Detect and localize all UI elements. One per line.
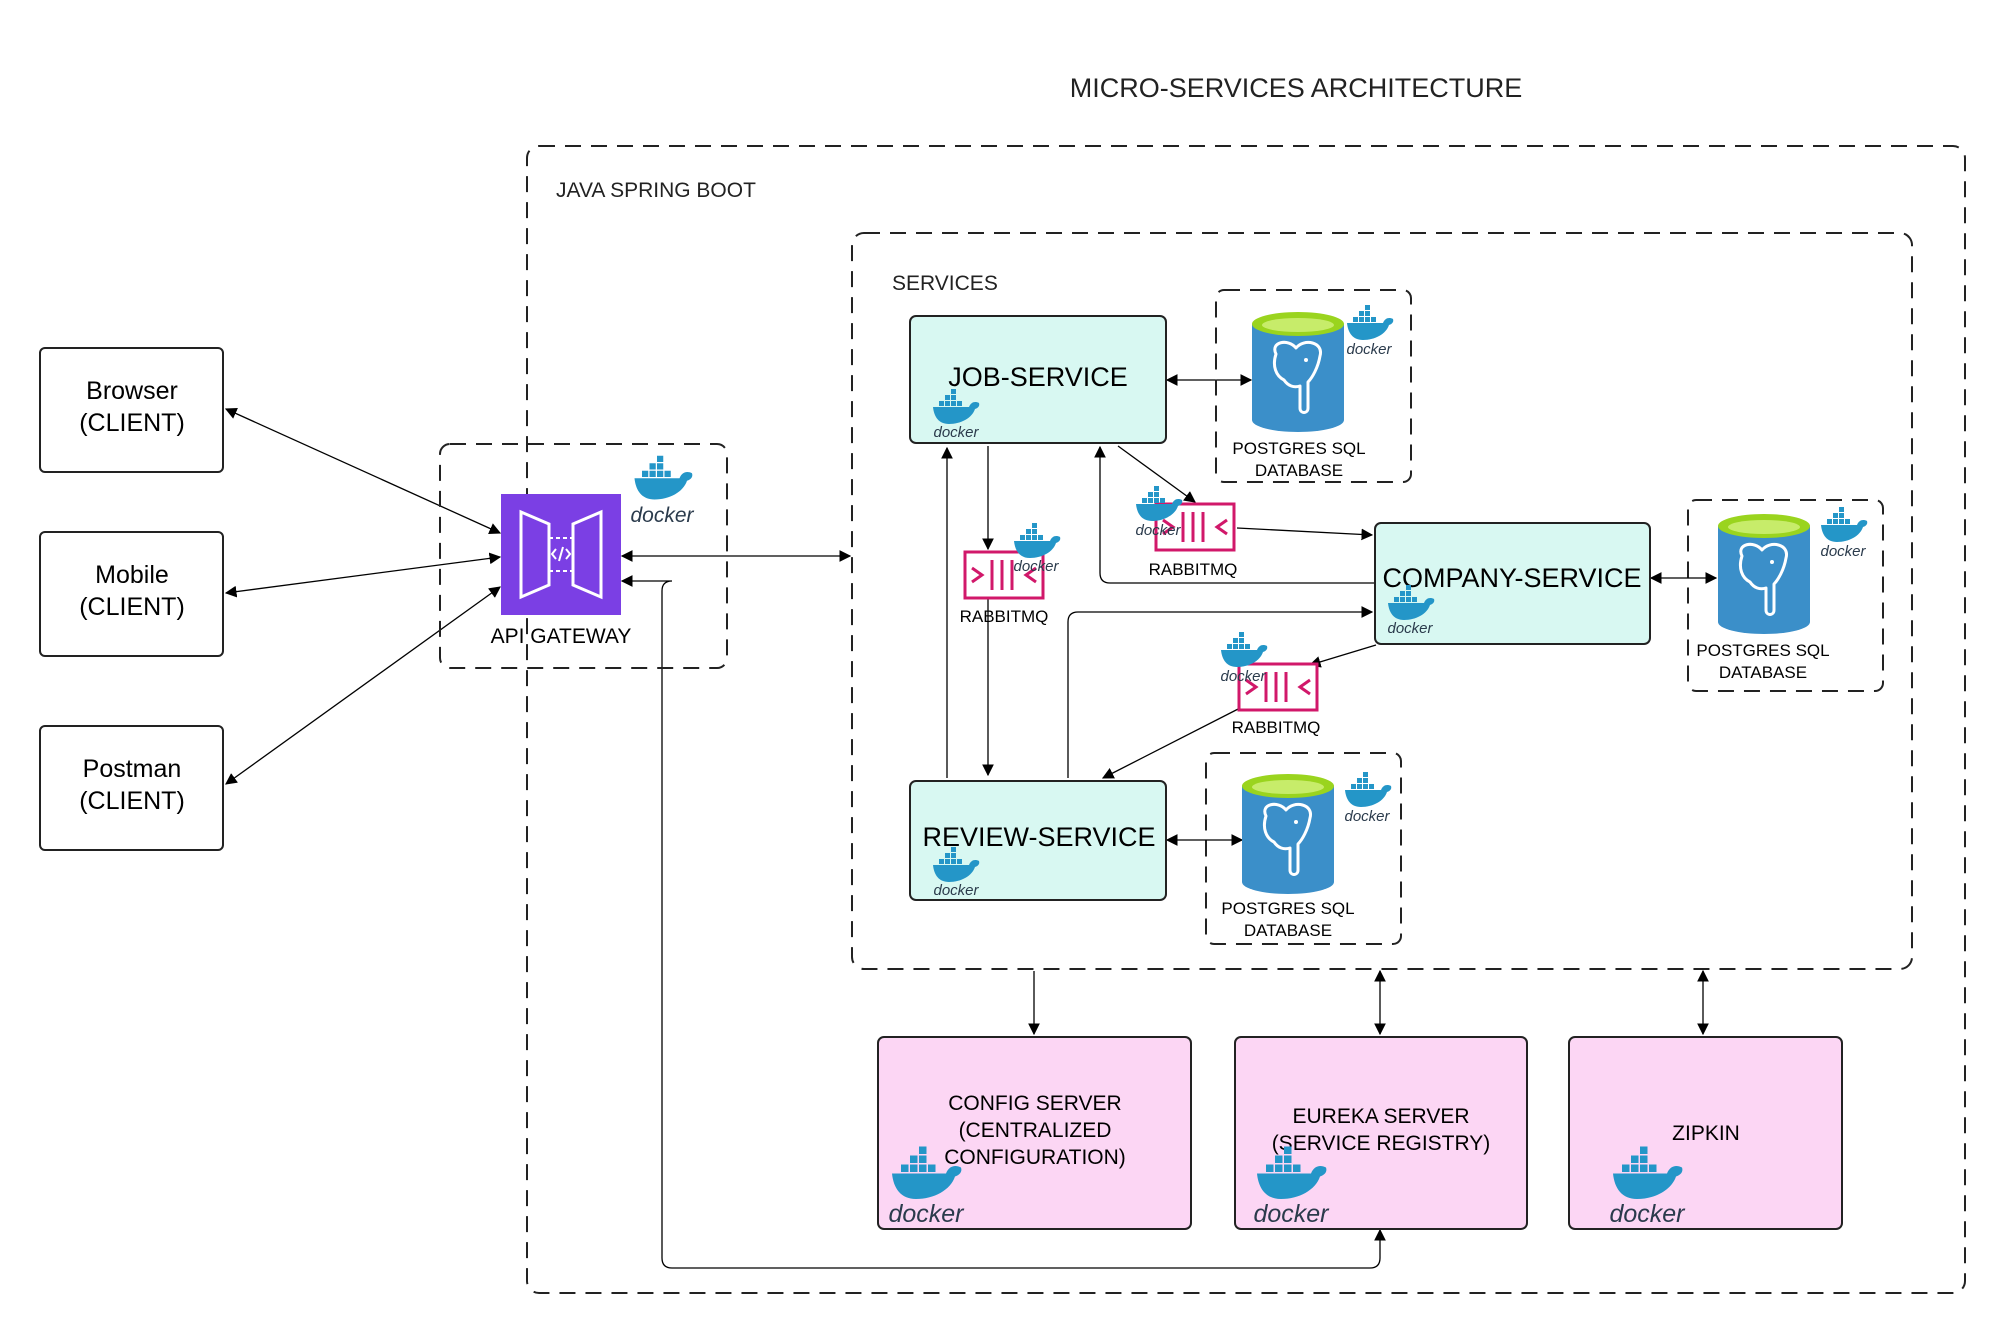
services-label: SERVICES bbox=[892, 272, 998, 295]
client-role: (CLIENT) bbox=[79, 593, 185, 621]
rabbitmq-label: RABBITMQ bbox=[1232, 718, 1321, 737]
browser-gateway-arrow bbox=[224, 408, 502, 534]
gateway-eureka-arrow bbox=[620, 575, 1386, 1269]
docker-whale-icon bbox=[1345, 772, 1392, 807]
zipkin-server[interactable]: ZIPKIN docker bbox=[1568, 1036, 1843, 1230]
eureka-server[interactable]: EUREKA SERVER (SERVICE REGISTRY) docker bbox=[1234, 1036, 1528, 1230]
docker-label: docker bbox=[933, 882, 979, 899]
rmq3-to-review-arrow bbox=[1101, 705, 1245, 779]
company-service[interactable]: COMPANY-SERVICE docker bbox=[1374, 522, 1651, 645]
service-label: JOB-SERVICE bbox=[948, 362, 1128, 392]
rabbitmq-queue-1[interactable]: docker RABBITMQ bbox=[960, 523, 1061, 626]
postgresql-elephant-icon bbox=[1250, 310, 1346, 434]
config-line1: CONFIG SERVER bbox=[948, 1092, 1121, 1115]
docker-whale-icon bbox=[1014, 523, 1061, 558]
rmq2-to-company-arrow bbox=[1236, 527, 1374, 541]
client-role: (CLIENT) bbox=[79, 409, 185, 437]
docker-label: docker bbox=[1387, 620, 1433, 637]
rabbitmq-queue-3[interactable]: docker RABBITMQ bbox=[1220, 632, 1320, 737]
company-to-rmq3-arrow bbox=[1308, 644, 1377, 668]
review-to-company-arrow bbox=[1067, 606, 1374, 778]
gateway-label: API GATEWAY bbox=[491, 625, 632, 648]
company-database: docker POSTGRES SQL DATABASE bbox=[1687, 499, 1884, 692]
db-label-line1: POSTGRES SQL bbox=[1221, 899, 1354, 918]
config-line3: CONFIGURATION) bbox=[944, 1146, 1126, 1169]
gateway-frame bbox=[439, 443, 728, 669]
db-label-line1: POSTGRES SQL bbox=[1232, 439, 1365, 458]
client-mobile[interactable]: Mobile (CLIENT) bbox=[39, 531, 224, 657]
connectors bbox=[224, 374, 1718, 1269]
docker-label: docker bbox=[933, 424, 979, 441]
config-line2: (CENTRALIZED bbox=[959, 1119, 1112, 1142]
api-gateway-icon[interactable] bbox=[501, 494, 621, 615]
docker-label: docker bbox=[1253, 1200, 1330, 1228]
config-server[interactable]: CONFIG SERVER (CENTRALIZED CONFIGURATION… bbox=[877, 1036, 1192, 1230]
docker-label: docker bbox=[1346, 341, 1392, 358]
docker-label: docker bbox=[1135, 522, 1181, 539]
docker-label: docker bbox=[888, 1200, 965, 1228]
docker-label: docker bbox=[630, 504, 694, 527]
db-label-line2: DATABASE bbox=[1244, 921, 1332, 940]
docker-label: docker bbox=[1344, 808, 1390, 825]
mobile-gateway-arrow bbox=[224, 552, 502, 598]
docker-label: docker bbox=[1220, 668, 1266, 685]
client-name: Postman bbox=[83, 755, 182, 783]
job-service[interactable]: JOB-SERVICE docker bbox=[909, 315, 1167, 444]
company-to-job-arrow bbox=[1094, 445, 1375, 584]
eureka-line1: EUREKA SERVER bbox=[1292, 1105, 1469, 1128]
zipkin-label: ZIPKIN bbox=[1672, 1122, 1740, 1145]
service-label: REVIEW-SERVICE bbox=[922, 822, 1155, 852]
rabbitmq-label: RABBITMQ bbox=[960, 607, 1049, 626]
db-label-line1: POSTGRES SQL bbox=[1696, 641, 1829, 660]
spring-boot-label: JAVA SPRING BOOT bbox=[556, 179, 756, 202]
review-service[interactable]: REVIEW-SERVICE docker bbox=[909, 780, 1167, 901]
rabbitmq-label: RABBITMQ bbox=[1149, 560, 1238, 579]
docker-label: docker bbox=[1609, 1200, 1686, 1228]
job-database: docker POSTGRES SQL DATABASE bbox=[1215, 289, 1412, 483]
db-label-line2: DATABASE bbox=[1719, 663, 1807, 682]
eureka-line2: (SERVICE REGISTRY) bbox=[1272, 1132, 1491, 1155]
docker-whale-icon bbox=[1221, 632, 1268, 667]
service-label: COMPANY-SERVICE bbox=[1382, 563, 1641, 593]
diagram-title: MICRO-SERVICES ARCHITECTURE bbox=[1070, 73, 1523, 103]
rabbitmq-queue-2[interactable]: docker RABBITMQ bbox=[1135, 486, 1237, 579]
review-database: docker POSTGRES SQL DATABASE bbox=[1205, 752, 1402, 945]
client-postman[interactable]: Postman (CLIENT) bbox=[39, 725, 224, 851]
postgresql-elephant-icon bbox=[1716, 512, 1812, 636]
docker-label: docker bbox=[1013, 558, 1059, 575]
job-to-rmq2-arrow bbox=[1117, 445, 1196, 503]
postgresql-elephant-icon bbox=[1240, 772, 1336, 896]
postman-gateway-arrow bbox=[225, 586, 501, 785]
docker-whale-icon bbox=[1821, 507, 1868, 542]
docker-label: docker bbox=[1820, 543, 1866, 560]
client-name: Mobile bbox=[95, 561, 169, 589]
client-browser[interactable]: Browser (CLIENT) bbox=[39, 347, 224, 473]
spring-boot-frame bbox=[526, 145, 1966, 1294]
client-name: Browser bbox=[86, 377, 178, 405]
docker-whale-icon bbox=[634, 455, 693, 500]
client-role: (CLIENT) bbox=[79, 787, 185, 815]
docker-whale-icon bbox=[1347, 305, 1394, 340]
db-label-line2: DATABASE bbox=[1255, 461, 1343, 480]
